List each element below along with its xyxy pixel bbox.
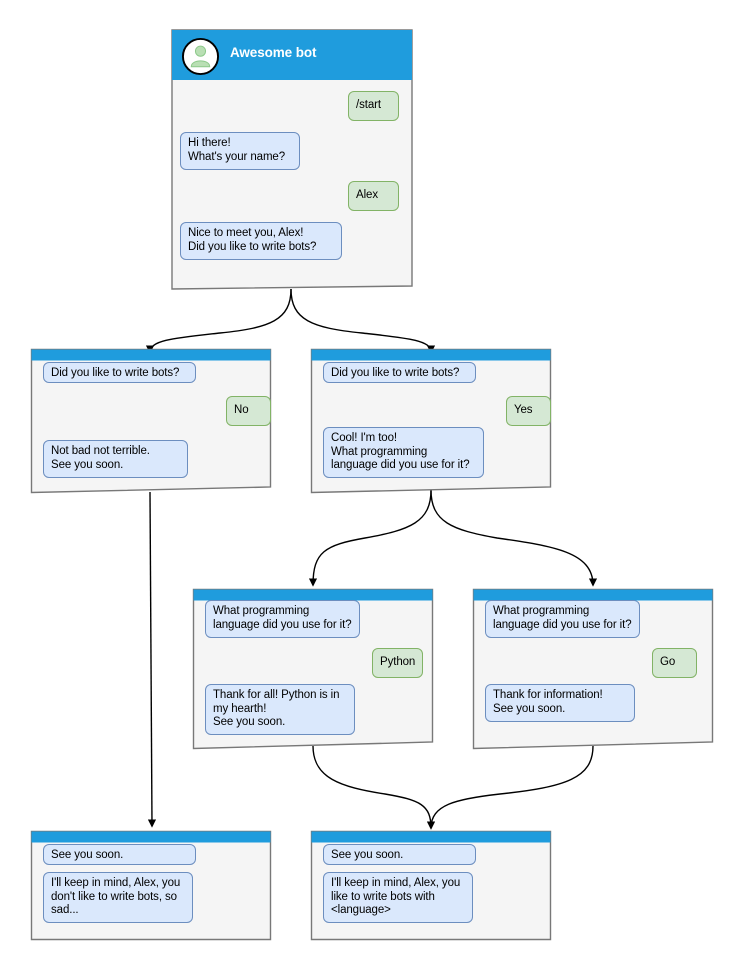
edge-go-to-end-yes xyxy=(426,745,594,830)
answer-python-card[interactable]: What programming language did you use fo… xyxy=(192,588,434,750)
edge-python-to-end-yes xyxy=(312,745,436,830)
answer-no-card[interactable]: Did you like to write bots? No Not bad n… xyxy=(30,348,272,494)
bot-message-bubble: Did you like to write bots? xyxy=(323,362,476,383)
edge-yes-to-go xyxy=(430,489,598,587)
bot-message-bubble: What programming language did you use fo… xyxy=(485,600,640,638)
user-message-bubble: Yes xyxy=(506,396,551,426)
card-header-title: Awesome bot xyxy=(230,45,317,60)
user-message-bubble: No xyxy=(226,396,271,426)
bot-message-bubble: See you soon. xyxy=(323,844,476,865)
bot-message-bubble: Hi there! What's your name? xyxy=(180,132,300,170)
bot-message-bubble: Nice to meet you, Alex! Did you like to … xyxy=(180,222,342,260)
end-yes-card[interactable]: See you soon. I'll keep in mind, Alex, y… xyxy=(310,830,552,941)
user-message-bubble: Python xyxy=(372,648,423,678)
bot-message-bubble: Thank for all! Python is in my hearth! S… xyxy=(205,684,355,735)
bot-message-bubble: Thank for information! See you soon. xyxy=(485,684,635,722)
user-message-bubble: /start xyxy=(348,91,399,121)
edge-root-to-yes xyxy=(290,288,436,354)
edge-root-to-no xyxy=(145,288,292,354)
bot-message-bubble: I'll keep in mind, Alex, you like to wri… xyxy=(323,872,473,923)
edge-no-to-end-no xyxy=(147,491,157,828)
edge-yes-to-python xyxy=(308,489,432,587)
end-no-card[interactable]: See you soon. I'll keep in mind, Alex, y… xyxy=(30,830,272,941)
user-message-bubble: Alex xyxy=(348,181,399,211)
answer-yes-card[interactable]: Did you like to write bots? Yes Cool! I'… xyxy=(310,348,552,494)
awesome-bot-start-card[interactable]: Awesome bot /start Hi there! What's your… xyxy=(170,28,414,291)
answer-go-card[interactable]: What programming language did you use fo… xyxy=(472,588,714,750)
user-message-bubble: Go xyxy=(652,648,697,678)
bot-message-bubble: See you soon. xyxy=(43,844,196,865)
bot-message-bubble: I'll keep in mind, Alex, you don't like … xyxy=(43,872,193,923)
bot-message-bubble: Did you like to write bots? xyxy=(43,362,196,383)
bot-message-bubble: Not bad not terrible. See you soon. xyxy=(43,440,188,478)
bot-message-bubble: Cool! I'm too! What programming language… xyxy=(323,427,484,478)
person-avatar-icon xyxy=(181,37,220,76)
bot-message-bubble: What programming language did you use fo… xyxy=(205,600,360,638)
